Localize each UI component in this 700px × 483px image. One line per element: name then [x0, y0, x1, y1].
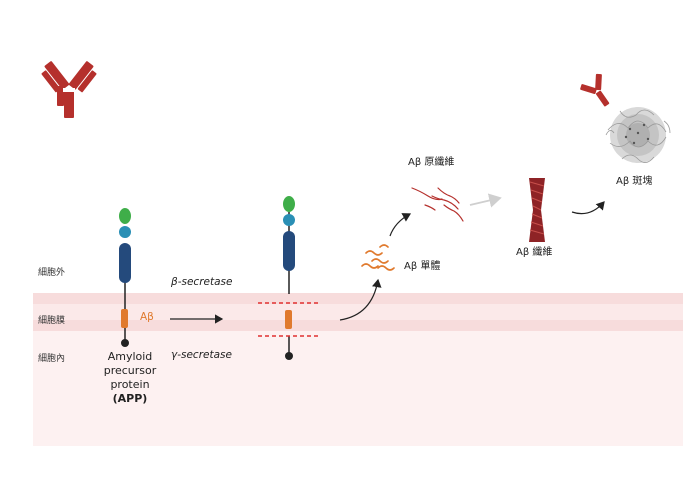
abeta-fibril-icon: [529, 178, 545, 242]
cleaved-app-icon: [283, 196, 295, 360]
beta-secretase-label: β-secretase: [171, 276, 233, 288]
antibody-icon: [41, 61, 97, 118]
protofibril-label: Aβ 原纖維: [408, 157, 455, 168]
abeta-protofibril-icon: [411, 187, 464, 222]
gamma-secretase-label: γ-secretase: [171, 349, 232, 361]
app-label-line2: precursor: [103, 364, 157, 377]
abeta-label: Aβ: [140, 311, 154, 323]
small-antibody-icon: [580, 73, 610, 107]
app-protein-icon: [119, 208, 131, 347]
amyloid-plaque-icon: [605, 107, 671, 163]
release-arrow: [339, 278, 382, 321]
membrane-label: 細胞膜: [38, 316, 66, 326]
cell-membrane: [33, 293, 683, 331]
intracellular-region: [33, 330, 683, 446]
app-label: Amyloid precursor protein (APP): [100, 350, 160, 406]
app-label-line1: Amyloid: [107, 350, 153, 363]
app-abbreviation: (APP): [112, 392, 148, 405]
extracellular-label: 細胞外: [38, 268, 66, 278]
plaque-label: Aβ 斑塊: [616, 176, 653, 187]
plaque-formation-arrow: [571, 201, 605, 215]
monomer-label: Aβ 單體: [404, 261, 441, 272]
intracellular-label: 細胞內: [38, 354, 66, 364]
fibril-label: Aβ 纖維: [516, 247, 553, 258]
fibril-formation-arrow: [469, 193, 502, 208]
abeta-monomer-icon: [361, 244, 395, 271]
app-label-line3: protein: [110, 378, 150, 391]
aggregation-arrow: [389, 213, 412, 237]
